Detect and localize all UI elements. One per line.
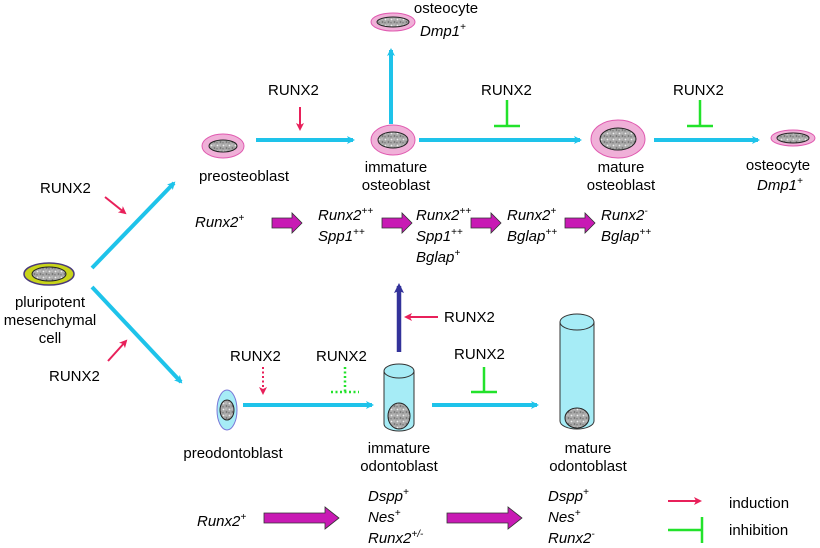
- mature-odontoblast-label-1: mature: [565, 440, 612, 457]
- osteocyte-top-marker: Dmp1+: [420, 22, 466, 40]
- osteocyte-right-label: osteocyte: [746, 157, 810, 174]
- flow-arrow-pluripotent-to-preodontoblast: [90, 285, 183, 384]
- pluripotent-label-1: pluripotent: [15, 294, 86, 311]
- osteo-marker-stage2-line2: Spp1++: [318, 227, 365, 245]
- odonto-marker-stage3-line2: Nes+: [548, 508, 581, 526]
- runx2-label-osteocyte: RUNX2: [673, 82, 724, 99]
- osteo-marker-stage5-line2: Bglap++: [601, 227, 651, 245]
- mature-osteoblast-label-1: mature: [598, 159, 645, 176]
- osteocyte-right-marker: Dmp1+: [757, 176, 803, 194]
- pluripotent-label-3: cell: [39, 330, 62, 347]
- osteo-marker-stage3-line3: Bglap+: [416, 248, 460, 266]
- mature-odontoblast-label-2: odontoblast: [549, 458, 627, 475]
- mature-odontoblast-icon: [559, 313, 595, 430]
- osteo-marker-stage4-line1: Runx2+: [507, 206, 556, 224]
- inhibition-bar-immature-odontoblast-dotted: [331, 367, 359, 394]
- pluripotent-cell-icon: [23, 262, 75, 286]
- immature-osteoblast-icon: [370, 124, 416, 156]
- odonto-marker-stage2-line2: Nes+: [368, 508, 401, 526]
- preodontoblast-label: preodontoblast: [183, 445, 283, 462]
- runx2-label-mature-odontoblast: RUNX2: [454, 346, 505, 363]
- immature-odontoblast-icon: [383, 363, 415, 432]
- inhibition-bar-mature-odontoblast: [471, 367, 497, 394]
- legend-inhibition-label: inhibition: [729, 522, 788, 539]
- osteo-marker-stage4-line2: Bglap++: [507, 227, 557, 245]
- osteo-marker-stage3-line2: Spp1++: [416, 227, 463, 245]
- osteocyte-right-icon: [770, 129, 816, 147]
- osteo-marker-stage2-line1: Runx2++: [318, 206, 373, 224]
- runx2-label-odonto-transdiff: RUNX2: [444, 309, 495, 326]
- osteocyte-top-label: osteocyte: [414, 0, 478, 17]
- odonto-marker-stage3-line1: Dspp+: [548, 487, 589, 505]
- runx2-label-immature-odontoblast: RUNX2: [230, 348, 281, 365]
- runx2-label-preodontoblast: RUNX2: [49, 368, 100, 385]
- mature-osteoblast-label-2: osteoblast: [587, 177, 656, 194]
- inhibition-bar-osteocyte: [687, 100, 713, 128]
- osteo-marker-stage3-line1: Runx2++: [416, 206, 471, 224]
- runx2-label-immature-odontoblast-inhibition: RUNX2: [316, 348, 367, 365]
- preosteoblast-icon: [201, 133, 245, 159]
- mature-osteoblast-icon: [590, 119, 646, 159]
- induction-arrow-preodontoblast: [107, 339, 128, 362]
- osteo-marker-arrows: [271, 212, 596, 234]
- odonto-marker-stage1: Runx2+: [197, 512, 246, 530]
- immature-odontoblast-label-2: odontoblast: [360, 458, 438, 475]
- legend-induction-label: induction: [729, 495, 789, 512]
- runx2-label-mature-osteoblast: RUNX2: [481, 82, 532, 99]
- legend-inhibition-bar: [668, 517, 704, 543]
- immature-osteoblast-label-2: osteoblast: [362, 177, 431, 194]
- pluripotent-label-2: mesenchymal: [4, 312, 97, 329]
- odonto-marker-stage2-line1: Dspp+: [368, 487, 409, 505]
- odonto-marker-stage3-line3: Runx2-: [548, 529, 595, 547]
- osteocyte-top-icon: [370, 12, 416, 32]
- induction-arrow-preosteoblast: [104, 196, 127, 215]
- osteo-marker-stage1: Runx2+: [195, 213, 244, 231]
- odonto-marker-stage2-line3: Runx2+/-: [368, 529, 424, 547]
- inhibition-bar-mature-osteoblast: [494, 100, 520, 128]
- preosteoblast-label: preosteoblast: [199, 168, 290, 185]
- odonto-marker-arrows: [263, 506, 523, 530]
- runx2-label-immature-osteoblast: RUNX2: [268, 82, 319, 99]
- flow-arrow-pluripotent-to-preosteoblast: [90, 181, 176, 270]
- osteo-marker-stage5-line1: Runx2-: [601, 206, 648, 224]
- immature-odontoblast-label-1: immature: [368, 440, 431, 457]
- runx2-label-preosteoblast: RUNX2: [40, 180, 91, 197]
- legend: induction inhibition: [668, 495, 789, 543]
- immature-osteoblast-label-1: immature: [365, 159, 428, 176]
- preodontoblast-icon: [216, 389, 238, 431]
